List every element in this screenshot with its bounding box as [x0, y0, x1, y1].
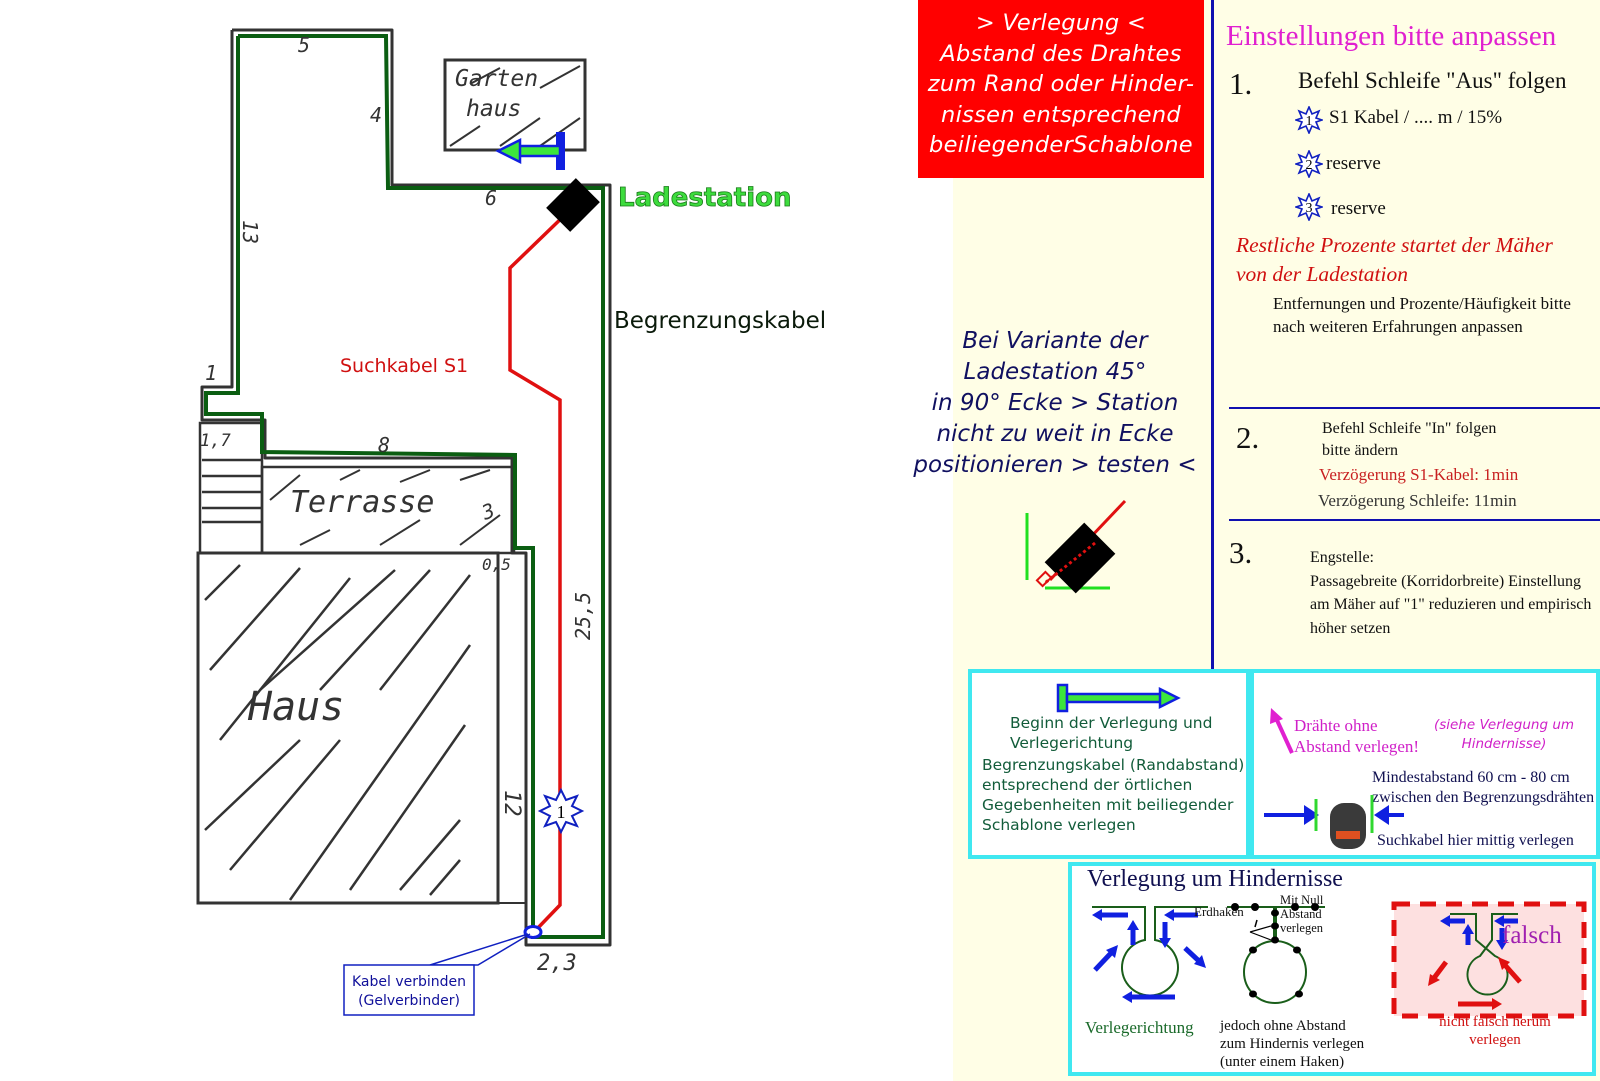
haus-building: Haus	[196, 551, 527, 905]
badge-star-icon: 3	[1295, 193, 1323, 221]
badge-star-icon: 1	[1295, 106, 1323, 134]
dim-label: 4	[370, 103, 382, 127]
wire-spacing-box	[1250, 669, 1600, 859]
connect-label-1: Kabel verbinden	[352, 974, 466, 990]
dim-label: 2,3	[537, 951, 577, 976]
terrasse-area: Terrasse	[260, 465, 516, 555]
settings-title: Einstellungen bitte anpassen	[1226, 20, 1557, 52]
start-direction-arrow-icon	[1056, 683, 1181, 713]
hooks-loop-diagram	[1227, 903, 1325, 1004]
entry-reserve-3: reserve	[1331, 198, 1386, 219]
delay-s1-kabel: Verzögerung S1-Kabel: 1min	[1319, 465, 1519, 484]
item2-number: 2.	[1236, 420, 1260, 455]
item1-number: 1.	[1229, 66, 1253, 101]
min-distance-text: Mindestabstand 60 cm - 80 cm zwischen de…	[1372, 769, 1595, 806]
without-gap-text: jedoch ohne Abstand zum Hindernis verleg…	[1220, 1018, 1365, 1070]
gartenhaus-label-1: Garten	[455, 66, 538, 92]
suchkabel-label: Suchkabel S1	[340, 355, 468, 377]
section-divider	[1229, 519, 1600, 521]
remaining-percent-note: Restliche Prozente startet der Mäher von…	[1236, 233, 1553, 286]
guide-wire	[508, 208, 572, 934]
entry-reserve-2: reserve	[1326, 153, 1381, 174]
svg-text:2: 2	[1306, 158, 1313, 173]
entry-s1-kabel: S1 Kabel / .... m / 15%	[1329, 107, 1503, 128]
connector-callout-pointer	[429, 933, 531, 966]
gartenhaus-label-2: haus	[466, 96, 521, 122]
see-obstacles-text: (siehe Verlegung um Hindernisse)	[1433, 717, 1575, 752]
dim-label: 1	[205, 361, 217, 385]
delay-schleife: Verzögerung Schleife: 11min	[1318, 491, 1517, 510]
dim-label: 8	[378, 433, 390, 457]
obstacle-title: Verlegung um Hindernisse	[1087, 866, 1343, 892]
connector-callout-box	[343, 964, 475, 1016]
svg-text:1: 1	[1306, 114, 1313, 129]
begrenzungskabel-label: Begrenzungskabel	[614, 308, 826, 334]
garden-sketch: Garten haus Terrasse Haus	[196, 28, 826, 1016]
haus-label: Haus	[247, 684, 344, 730]
item3-text: Engstelle: Passagebreite (Korridorbreite…	[1310, 549, 1592, 637]
zero-gap-label: Mit Null Abstand verlegen	[1280, 893, 1324, 935]
wrong-direction-text: nicht falsch herum verlegen	[1439, 1014, 1551, 1048]
dim-label: 6	[485, 186, 497, 210]
section-divider	[1229, 407, 1600, 409]
dim-label: 1,7	[200, 431, 231, 451]
dim-label: 25,5	[571, 592, 595, 640]
callout-line: zum Rand oder Hinder-	[927, 71, 1195, 97]
falsch-label: falsch	[1502, 922, 1562, 949]
guide-marker-number: 1	[557, 802, 566, 822]
adjust-note: Entfernungen und Prozente/Häufigkeit bit…	[1273, 294, 1571, 336]
start-direction-arrow-icon	[495, 132, 565, 170]
callout-line: nissen entsprechend	[941, 101, 1181, 128]
station-45-degree-icon	[1025, 499, 1127, 594]
direction-label: Verlegerichtung	[1085, 1018, 1194, 1037]
item1-title: Befehl Schleife "Aus" folgen	[1298, 68, 1567, 93]
magenta-arrow-icon	[1270, 708, 1294, 754]
guide-marker-star-icon	[537, 787, 585, 835]
variant-note: Bei Variante der Ladestation 45° in 90° …	[913, 328, 1197, 478]
no-gap-text: Drähte ohne Abstand verlegen!	[1294, 716, 1420, 756]
charging-station-icon	[546, 178, 600, 232]
svg-text:3: 3	[1306, 201, 1313, 216]
dim-label: 13	[238, 220, 262, 244]
mower-spacing-icon	[1264, 795, 1404, 849]
callout-line: > Verlegung <	[975, 10, 1147, 36]
badge-star-icon: 2	[1295, 150, 1323, 178]
dimension-labels: 5 4 13 6 1 1,7 8 3 0,5 25,5 12 2,3	[200, 33, 595, 976]
dim-label: 5	[298, 33, 310, 57]
guide-center-text: Suchkabel hier mittig verlegen	[1377, 832, 1574, 849]
dim-label: 3	[478, 498, 498, 525]
boundary-template-text: Begrenzungskabel (Randabstand) entsprech…	[982, 756, 1245, 834]
boundary-wire	[204, 34, 605, 939]
ladestation-label: Ladestation	[618, 183, 792, 213]
callout-line: Abstand des Drahtes	[940, 40, 1182, 67]
item2-text: Befehl Schleife "In" folgen bitte ändern	[1322, 420, 1497, 459]
dim-label: 12	[499, 790, 524, 817]
item3-number: 3.	[1229, 535, 1253, 570]
verlegung-callout: > Verlegung < Abstand des Drahtes zum Ra…	[918, 0, 1204, 178]
dim-label: 0,5	[482, 555, 511, 574]
wrong-loop-diagram	[1391, 901, 1587, 1019]
erdhaken-label: Erdhaken	[1194, 904, 1244, 919]
start-direction-text: Beginn der Verlegung und Verlegerichtung	[1010, 714, 1213, 752]
panel-divider	[1211, 0, 1214, 670]
callout-line: beiliegenderSchablone	[929, 132, 1193, 158]
terrasse-label: Terrasse	[290, 485, 435, 520]
correct-loop-diagram	[1092, 906, 1208, 1003]
connect-label-2: (Gelverbinder)	[358, 993, 460, 1009]
